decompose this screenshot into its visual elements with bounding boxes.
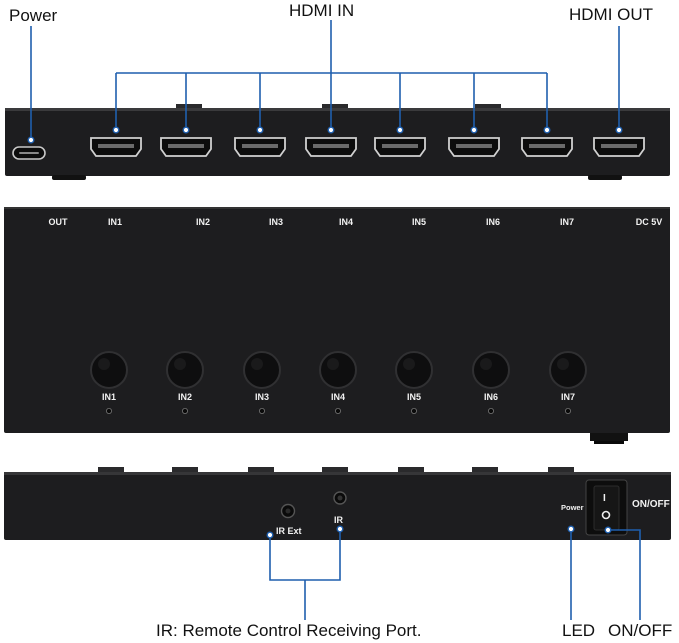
hdmi-out-callout-label: HDMI OUT (569, 5, 654, 24)
top-panel-labels: OUT IN1 IN2 IN3 IN4 IN5 IN6 IN7 DC 5V (49, 217, 663, 227)
power-rocker-switch: I (585, 479, 628, 536)
hdmi-callout-lines (30, 20, 620, 140)
on-off-callout-label: ON/OFF (608, 621, 673, 640)
input-led (565, 407, 572, 414)
input-button-label: IN6 (484, 392, 498, 402)
power-callout-label: Power (9, 6, 58, 25)
top-panel-label: IN7 (560, 217, 574, 227)
ir-sensor (333, 491, 347, 505)
input-button-label: IN4 (331, 392, 345, 402)
input-select-button[interactable]: IN7 (549, 351, 587, 414)
input-select-button[interactable]: IN6 (472, 351, 510, 414)
input-button-label: IN7 (561, 392, 575, 402)
hdmi-out-port (593, 137, 645, 157)
led-callout-label: LED (562, 621, 596, 640)
input-button-label: IN1 (102, 392, 116, 402)
front-panel-body (4, 472, 671, 540)
input-led (487, 407, 494, 414)
hdmi-in-port (374, 137, 426, 157)
top-panel-label: IN6 (486, 217, 500, 227)
input-led (410, 407, 417, 414)
ir-note-callout-label: IR: Remote Control Receiving Port. (156, 621, 422, 640)
back-view (5, 20, 670, 180)
ir-label: IR (334, 515, 344, 525)
input-button-label: IN3 (255, 392, 269, 402)
on-off-label: ON/OFF (632, 499, 670, 510)
hdmi-in-port (234, 137, 286, 157)
usb-c-power-port (12, 146, 46, 160)
input-button-label: IN2 (178, 392, 192, 402)
input-select-button[interactable]: IN3 (243, 351, 281, 414)
input-select-button[interactable]: IN2 (166, 351, 204, 414)
input-led (181, 407, 188, 414)
top-panel-buttons: IN1 IN2 IN3 IN4 IN5 IN6 IN7 (90, 351, 587, 414)
top-panel-label: IN5 (412, 217, 426, 227)
front-view: IR Ext IR Power I ON/OFF (4, 467, 671, 620)
input-led (334, 407, 341, 414)
hdmi-in-port (305, 137, 357, 157)
top-panel-label: DC 5V (636, 217, 663, 227)
top-panel-label: IN4 (339, 217, 353, 227)
input-select-button[interactable]: IN5 (395, 351, 433, 414)
input-led (106, 407, 113, 414)
input-select-button[interactable]: IN1 (90, 351, 128, 414)
ir-ext-jack (280, 503, 296, 519)
input-select-button[interactable]: IN4 (319, 351, 357, 414)
power-led-label: Power (561, 503, 584, 512)
input-button-label: IN5 (407, 392, 421, 402)
hdmi-ports (90, 137, 645, 157)
top-panel-label: IN2 (196, 217, 210, 227)
switch-on-mark: I (603, 493, 606, 504)
top-panel-label: IN1 (108, 217, 122, 227)
hdmi-in-port (160, 137, 212, 157)
hdmi-in-port (90, 137, 142, 157)
top-panel-label: IN3 (269, 217, 283, 227)
hdmi-callout-dots (27, 126, 623, 144)
hdmi-in-port (448, 137, 500, 157)
input-led (258, 407, 265, 414)
front-callout-lines (269, 529, 641, 620)
hdmi-in-port (521, 137, 573, 157)
switch-off-mark (601, 510, 611, 520)
top-panel-label: OUT (49, 217, 69, 227)
ir-ext-label: IR Ext (276, 526, 302, 536)
front-callout-dots (266, 525, 612, 539)
hdmi-in-callout-label: HDMI IN (289, 1, 355, 20)
